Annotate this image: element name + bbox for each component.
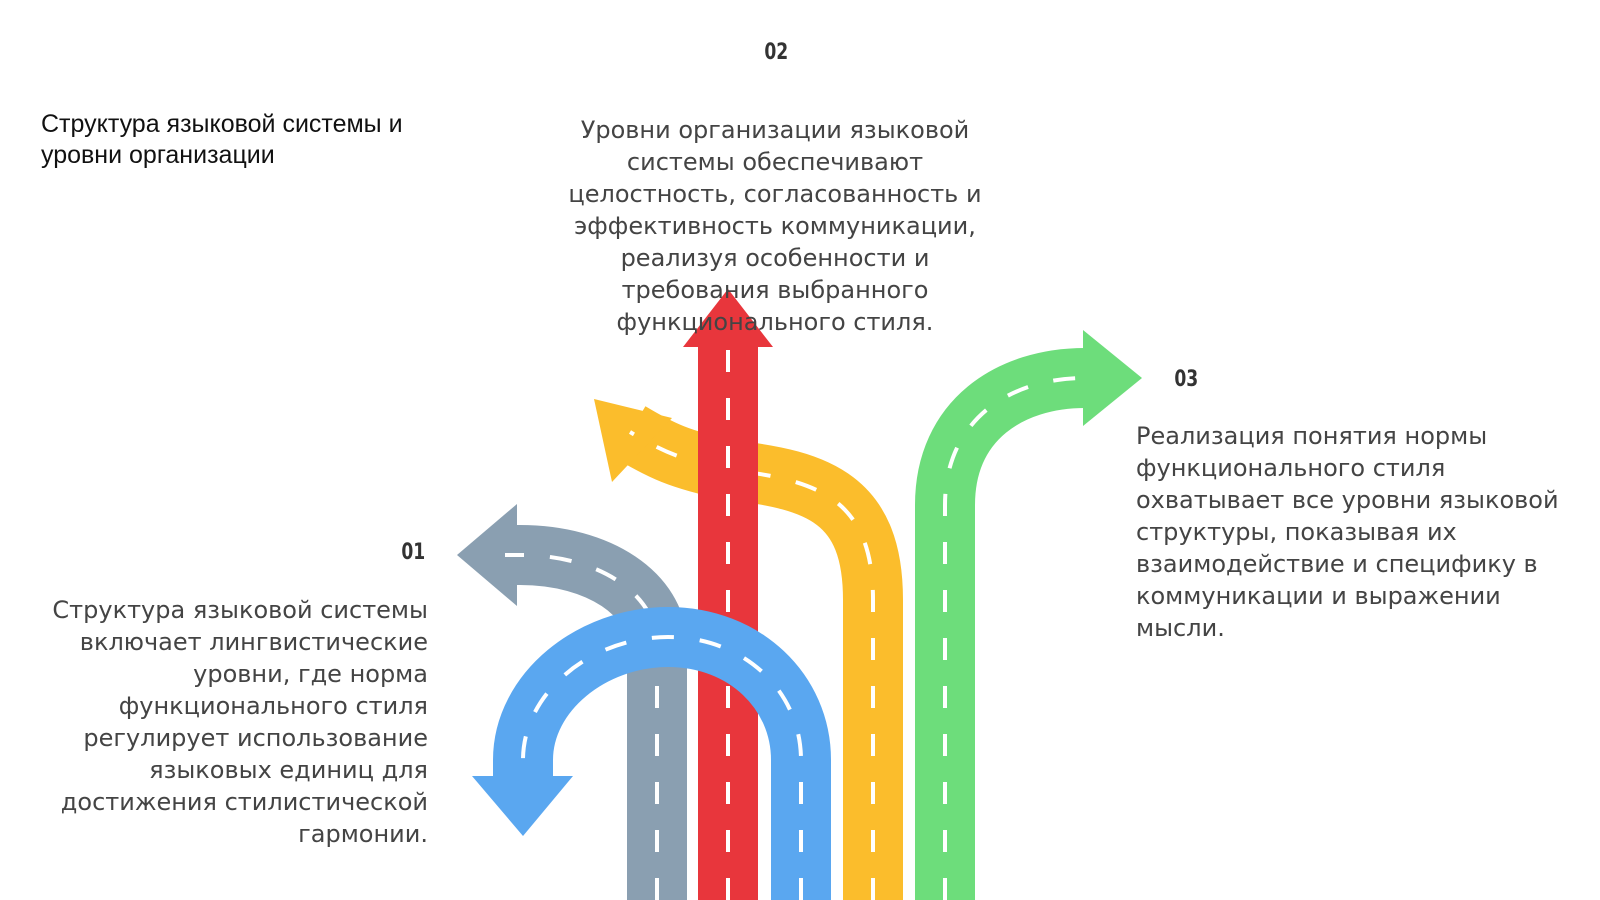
green-road-dash <box>943 376 1086 900</box>
item-number-03: 03 <box>1174 367 1199 392</box>
item-number-01: 01 <box>401 540 426 565</box>
item-description-01: Структура языковой системы включает линг… <box>52 596 428 848</box>
blue-arrow-head <box>472 776 573 836</box>
yellow-arrow-head <box>594 399 672 482</box>
red-arrow-head <box>683 289 773 347</box>
blue-road-dash <box>521 634 803 900</box>
yellow-road-dash <box>628 430 875 900</box>
red-straight-up-arrow-icon <box>683 289 773 900</box>
item-description-03: Реализация понятия нормы функционального… <box>1136 422 1559 642</box>
yellow-curved-up-left-arrow-icon <box>594 399 903 900</box>
item-description-02: Уровни организации языковой системы обес… <box>568 116 982 336</box>
green-road <box>915 348 1086 900</box>
page-title: Структура языковой системы и уровни орга… <box>41 110 403 169</box>
green-arrow-head <box>1083 330 1142 426</box>
item-number-02: 02 <box>764 40 789 65</box>
blue-u-turn-down-arrow-icon <box>472 606 831 900</box>
green-curved-up-right-arrow-icon <box>915 330 1142 900</box>
gray-arrow-head <box>457 504 517 606</box>
